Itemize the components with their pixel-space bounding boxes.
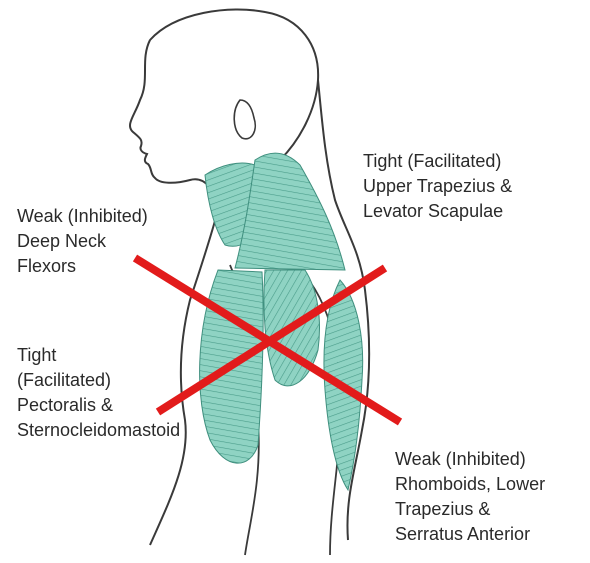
label-rhomboids: Weak (Inhibited) Rhomboids, Lower Trapez…	[395, 447, 545, 547]
ear-outline	[234, 100, 255, 139]
label-deep-neck-flexors: Weak (Inhibited) Deep Neck Flexors	[17, 204, 148, 279]
label-pectoralis: Tight (Facilitated) Pectoralis & Sternoc…	[17, 343, 180, 443]
label-upper-trapezius: Tight (Facilitated) Upper Trapezius & Le…	[363, 149, 512, 224]
